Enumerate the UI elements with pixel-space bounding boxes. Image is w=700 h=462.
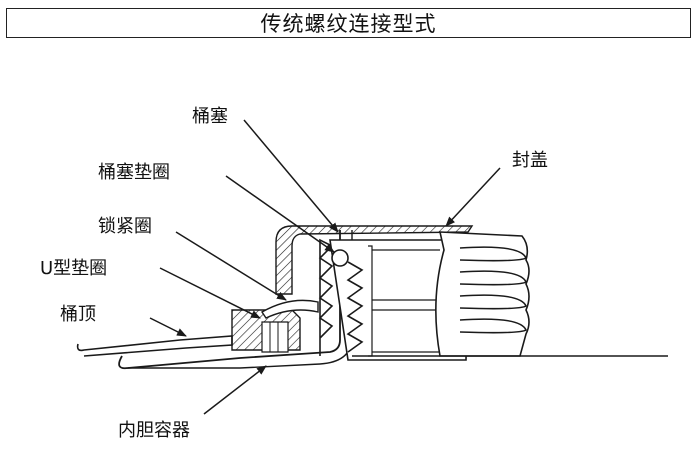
leader-cap (445, 167, 501, 227)
drum-top-sheet (76, 335, 233, 357)
label-inner-container: 内胆容器 (118, 420, 190, 441)
leader-plug (243, 119, 339, 233)
plug-shape (275, 225, 474, 295)
inner-container-sheet (118, 230, 341, 370)
diagram-title: 传统螺纹连接型式 (260, 12, 437, 36)
plug-thread (346, 261, 364, 353)
label-lock-ring: 锁紧圈 (98, 216, 152, 237)
leader-inner-container (203, 365, 267, 415)
label-plug-gasket: 桶塞垫圈 (98, 162, 170, 183)
label-cap: 封盖 (512, 150, 548, 171)
leader-u-gasket (159, 267, 261, 319)
leader-lock-ring (175, 231, 287, 301)
neck-thread (318, 238, 334, 356)
label-plug: 桶塞 (192, 106, 228, 127)
label-drum-top: 桶顶 (60, 304, 96, 325)
label-u-gasket: U型垫圈 (40, 258, 107, 279)
lock-ring-shape (261, 299, 319, 319)
title-box: 传统螺纹连接型式 (6, 8, 691, 38)
plug-gasket-shape (331, 249, 349, 267)
leader-drum-top (149, 317, 187, 337)
cap-coil (459, 246, 527, 334)
leader-plug-gasket (225, 175, 335, 253)
